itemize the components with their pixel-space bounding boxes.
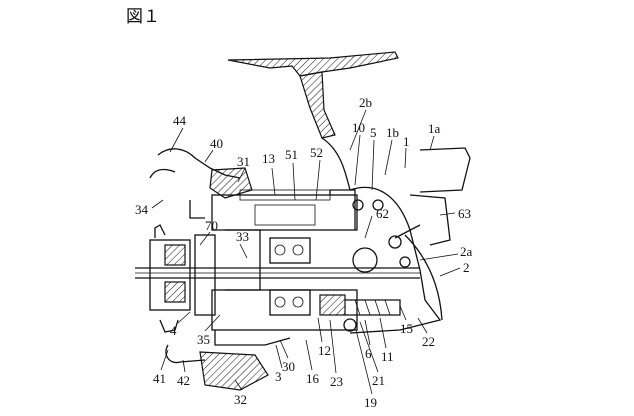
label-2b: 2b — [359, 95, 372, 110]
leader-lines — [151, 109, 461, 395]
label-33: 33 — [236, 229, 249, 244]
label-63: 63 — [458, 206, 471, 221]
spool-front — [149, 224, 216, 333]
label-2a: 2a — [460, 244, 473, 259]
label-11: 11 — [381, 349, 394, 364]
label-15: 15 — [400, 321, 413, 336]
label-6: 6 — [365, 346, 372, 361]
label-30: 30 — [282, 359, 295, 374]
figure-title: 図１ — [126, 7, 160, 27]
label-41: 41 — [153, 371, 166, 386]
label-1: 1 — [403, 134, 410, 149]
bearings — [269, 237, 311, 316]
label-40: 40 — [210, 136, 223, 151]
label-2: 2 — [463, 260, 470, 275]
label-23: 23 — [330, 374, 343, 389]
label-35: 35 — [197, 332, 210, 347]
drive-gear — [319, 199, 411, 332]
label-31: 31 — [237, 154, 250, 169]
label-13: 13 — [262, 151, 275, 166]
label-62: 62 — [376, 206, 389, 221]
label-21: 21 — [372, 373, 385, 388]
label-4: 4 — [170, 323, 177, 338]
main-shaft — [135, 267, 420, 279]
label-22: 22 — [422, 334, 435, 349]
label-19: 19 — [364, 395, 377, 410]
label-1b: 1b — [386, 125, 399, 140]
label-44: 44 — [173, 113, 187, 128]
label-70: 70 — [205, 218, 218, 233]
reference-numerals: 44 40 31 13 51 52 2b 10 5 1b 1 1a 34 62 … — [135, 95, 473, 410]
label-42: 42 — [177, 373, 190, 388]
label-32: 32 — [234, 392, 247, 407]
label-16: 16 — [306, 371, 320, 386]
bottom-knob — [165, 330, 291, 391]
label-3: 3 — [275, 369, 282, 384]
label-52: 52 — [310, 145, 323, 160]
label-10: 10 — [352, 120, 365, 135]
label-1a: 1a — [428, 121, 441, 136]
label-51: 51 — [285, 147, 298, 162]
label-34: 34 — [135, 202, 149, 217]
reel-body — [349, 147, 471, 334]
label-5: 5 — [370, 125, 377, 140]
reel-foot — [227, 51, 399, 191]
housing — [211, 189, 358, 331]
label-12: 12 — [318, 343, 331, 358]
